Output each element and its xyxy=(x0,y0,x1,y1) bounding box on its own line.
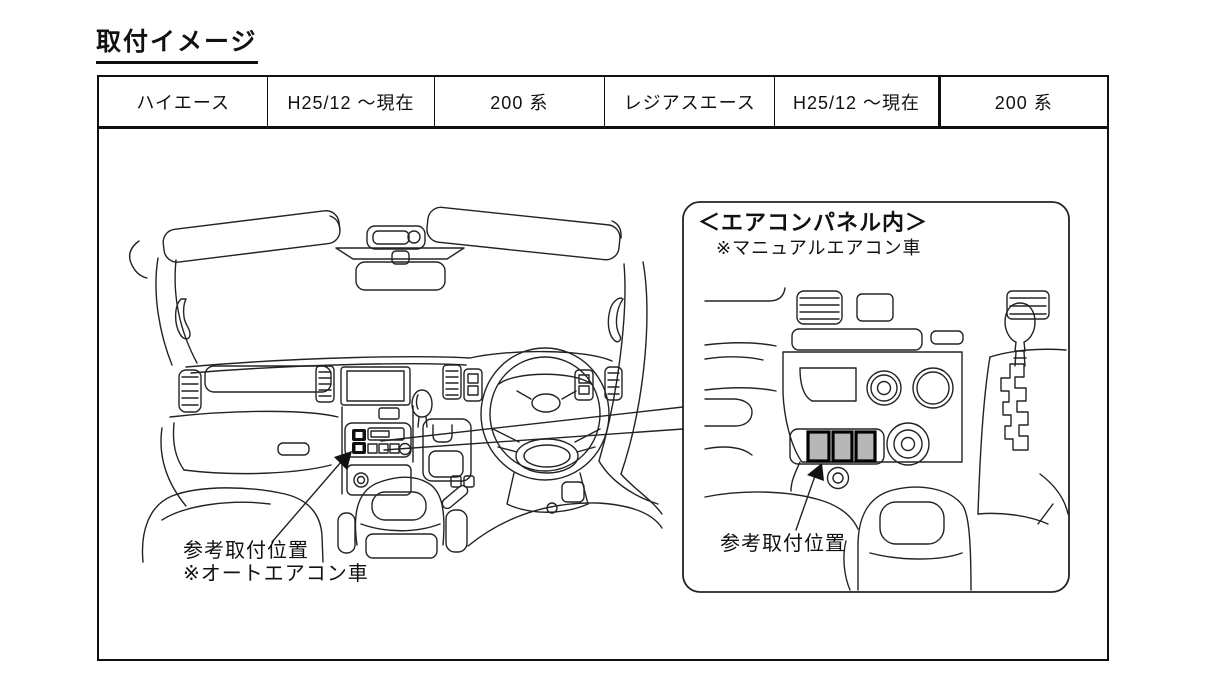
callout-note: ※マニュアルエアコン車 xyxy=(716,238,922,258)
page-title: 取付イメージ xyxy=(96,22,258,64)
callout-heading: ＜エアコンパネル内＞ xyxy=(698,210,929,235)
install-position-label-main: 参考取付位置 ※オートエアコン車 xyxy=(183,540,369,586)
vehicle-table-cell-series-2: 200 系 xyxy=(994,92,1053,113)
install-position-note-text: ※オートエアコン車 xyxy=(183,563,369,585)
vehicle-table-cell-years-1: H25/12 ～現在 xyxy=(268,77,435,126)
vehicle-table-cell-model-2: レジアスエース xyxy=(605,77,776,126)
install-position-label-text: 参考取付位置 xyxy=(183,540,309,562)
vehicle-table-cell-years-2: H25/12 ～現在 xyxy=(775,77,941,126)
vehicle-table-cell-series-1: 200 系 xyxy=(435,77,605,126)
install-position-label-callout: 参考取付位置 xyxy=(720,533,846,555)
vehicle-table: ハイエース H25/12 ～現在 200 系 レジアスエース H25/12 ～現… xyxy=(97,75,1109,128)
vehicle-table-cell-model-1: ハイエース xyxy=(99,77,269,126)
